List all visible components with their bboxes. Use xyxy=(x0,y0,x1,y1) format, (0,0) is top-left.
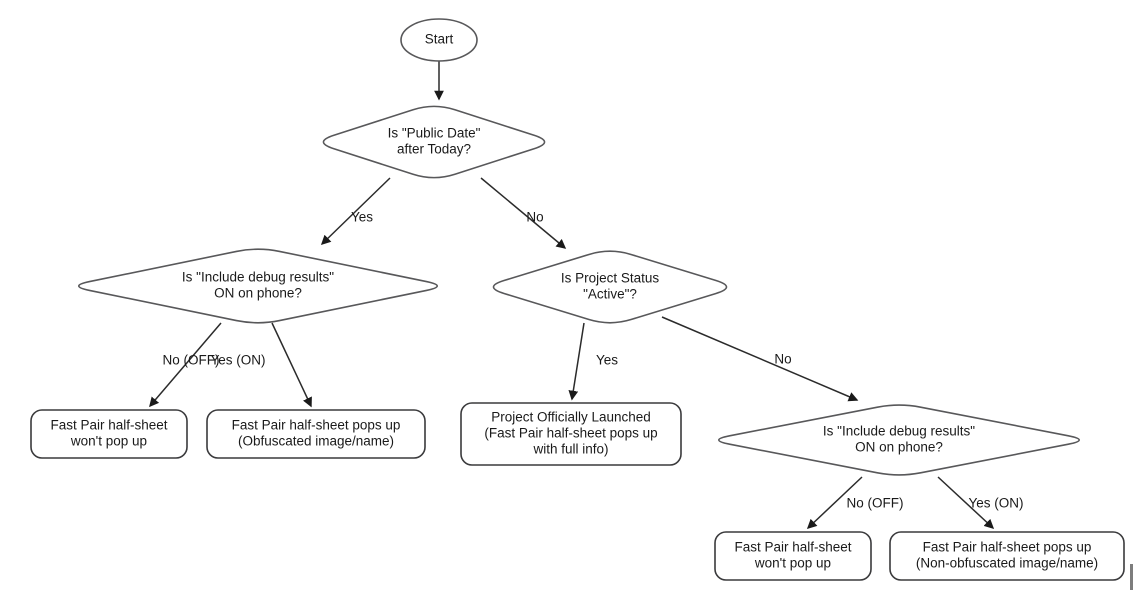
outcome-box xyxy=(206,409,426,459)
edge-label-project-status-no: No xyxy=(774,352,791,367)
edge-label-debug-right-yes-on: Yes (ON) xyxy=(968,496,1023,511)
page-edge-mark xyxy=(1130,564,1133,590)
edge-public-date-yes xyxy=(320,177,391,246)
node-public-date-decision[interactable]: Is "Public Date"after Today? xyxy=(322,105,546,179)
decision-diamond xyxy=(322,105,546,179)
edge-label-debug-left-yes-on: Yes (ON) xyxy=(210,353,265,368)
node-label: Fast Pair half-sheet xyxy=(50,418,167,433)
node-debug-results-left-decision[interactable]: Is "Include debug results"ON on phone? xyxy=(77,248,439,324)
edge-debug-left-no-off xyxy=(149,322,222,408)
node-label: Is "Include debug results" xyxy=(182,270,334,285)
edge-debug-right-no-off xyxy=(806,476,863,530)
node-label: Start xyxy=(425,32,454,47)
node-label: Is "Include debug results" xyxy=(823,424,975,439)
node-label: "Active"? xyxy=(583,287,637,302)
start-ellipse xyxy=(400,18,478,62)
outcome-box xyxy=(889,531,1125,581)
edges-layer xyxy=(149,61,995,530)
node-label: won't pop up xyxy=(754,556,831,571)
node-label: Fast Pair half-sheet pops up xyxy=(923,540,1092,555)
edge-label-public-date-no: No xyxy=(526,210,543,225)
node-label: Is Project Status xyxy=(561,271,660,286)
edge-project-status-no xyxy=(661,316,859,402)
node-outcome-obfuscated[interactable]: Fast Pair half-sheet pops up(Obfuscated … xyxy=(206,409,426,459)
node-label: ON on phone? xyxy=(214,286,302,301)
edge-label-project-status-yes: Yes xyxy=(596,353,618,368)
outcome-box xyxy=(460,402,682,466)
outcome-box xyxy=(714,531,872,581)
node-debug-results-right-decision[interactable]: Is "Include debug results"ON on phone? xyxy=(717,404,1080,476)
edge-project-status-yes xyxy=(568,322,585,401)
node-outcome-non-obfuscated[interactable]: Fast Pair half-sheet pops up(Non-obfusca… xyxy=(889,531,1125,581)
node-label: with full info) xyxy=(532,442,608,457)
node-label: (Fast Pair half-sheet pops up xyxy=(484,426,657,441)
edge-label-debug-right-no-off: No (OFF) xyxy=(847,496,904,511)
edge-debug-left-yes-on xyxy=(271,322,312,408)
edge-debug-right-yes-on xyxy=(937,476,995,529)
edge-label-debug-left-no-off: No (OFF) xyxy=(163,353,220,368)
edge-label-public-date-yes: Yes xyxy=(351,210,373,225)
node-project-status-decision[interactable]: Is Project Status"Active"? xyxy=(492,250,728,324)
edge-public-date-no xyxy=(480,177,567,249)
outcome-box xyxy=(30,409,188,459)
node-label: (Non-obfuscated image/name) xyxy=(916,556,1098,571)
decision-diamond xyxy=(717,404,1080,476)
node-label: ON on phone? xyxy=(855,440,943,455)
nodes-layer: Start Is "Public Date"after Today? Is "Inc… xyxy=(30,18,1125,581)
node-label: after Today? xyxy=(397,142,471,157)
decision-diamond xyxy=(492,250,728,324)
node-start[interactable]: Start xyxy=(400,18,478,62)
node-label: Fast Pair half-sheet xyxy=(734,540,851,555)
node-label: Is "Public Date" xyxy=(388,126,481,141)
decision-diamond xyxy=(77,248,439,324)
node-label: (Obfuscated image/name) xyxy=(238,434,394,449)
node-outcome-officially-launched[interactable]: Project Officially Launched(Fast Pair ha… xyxy=(460,402,682,466)
node-label: Fast Pair half-sheet pops up xyxy=(232,418,401,433)
node-label: won't pop up xyxy=(70,434,147,449)
node-label: Project Officially Launched xyxy=(491,410,651,425)
